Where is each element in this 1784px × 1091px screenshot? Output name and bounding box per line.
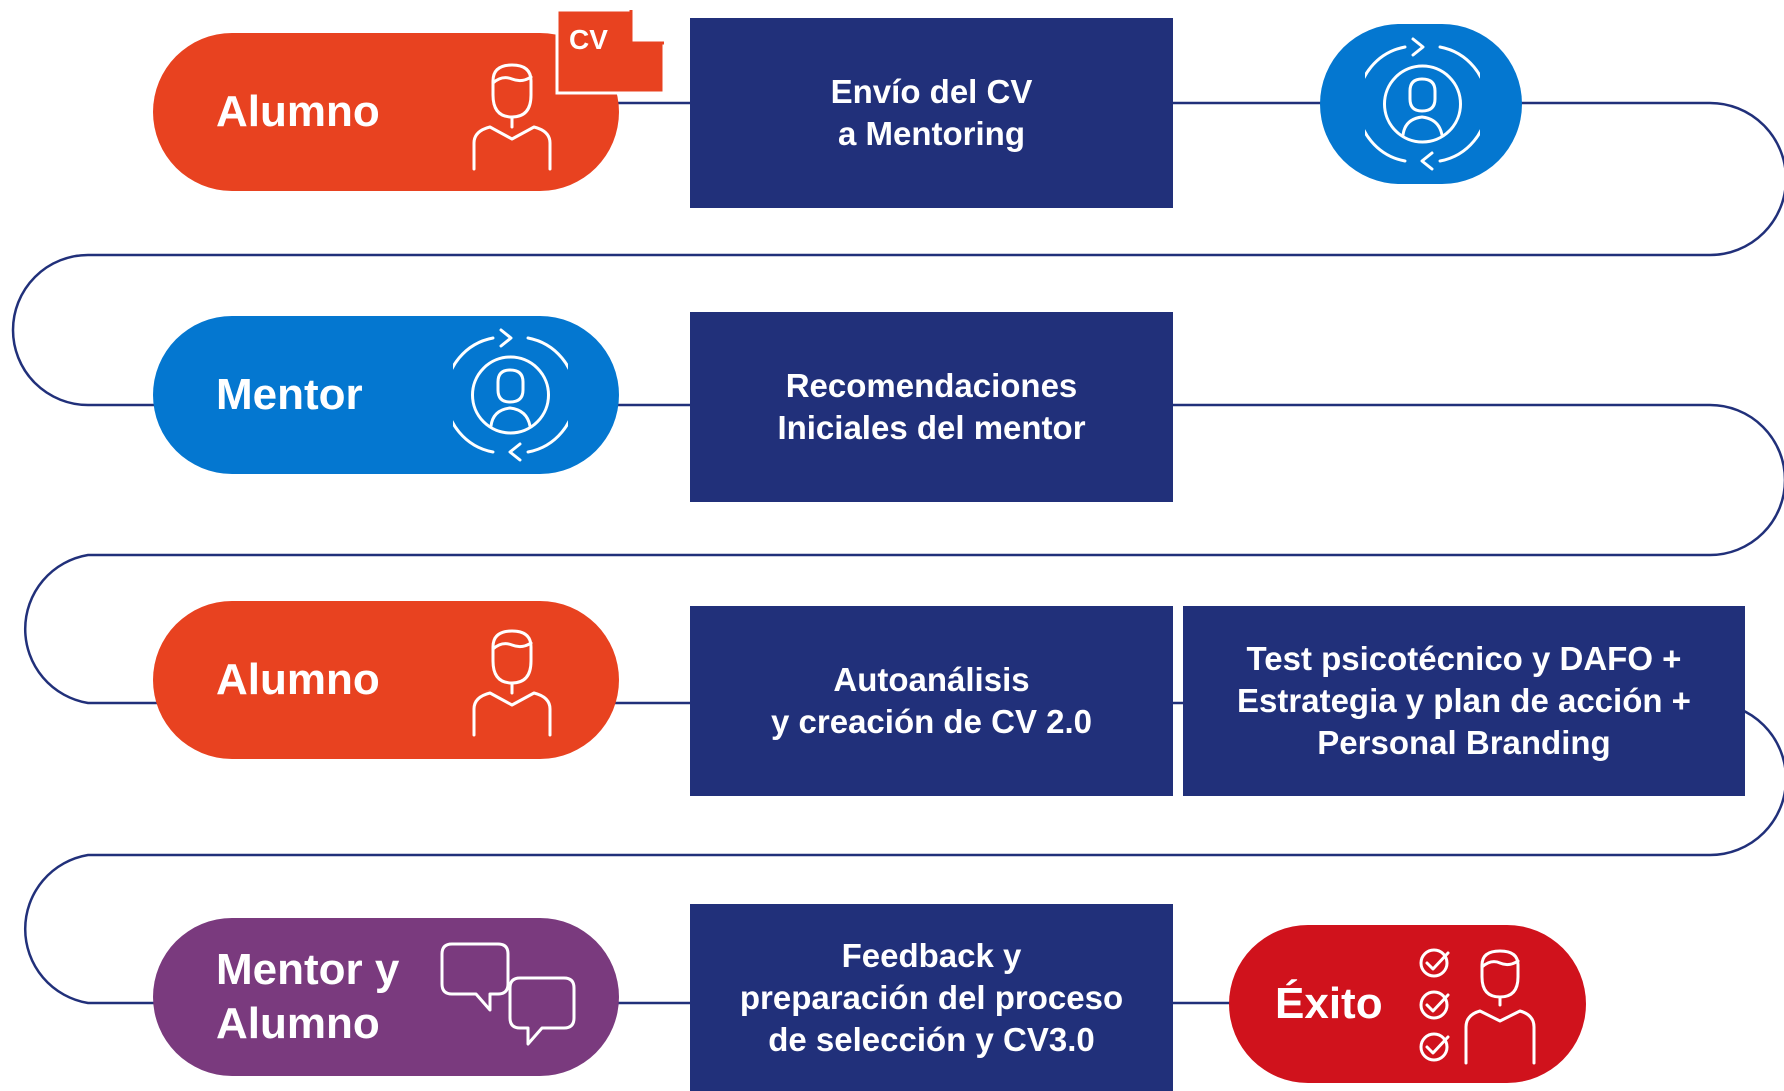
cv-document-icon: CV — [555, 8, 666, 95]
mentor-cycle-icon — [1365, 37, 1480, 171]
actor-pill-alumno-1: Alumno — [153, 33, 619, 191]
cv-badge-label: CV — [569, 24, 608, 55]
student-icon — [472, 629, 552, 737]
mentor-cycle-node — [1320, 24, 1522, 184]
step-box-recomendaciones: Recomendaciones Iniciales del mentor — [690, 312, 1173, 502]
checklist-student-icon — [1419, 948, 1536, 1065]
step-box-autoanalisis: Autoanálisis y creación de CV 2.0 — [690, 606, 1173, 796]
step-box-feedback: Feedback y preparación del proceso de se… — [690, 904, 1173, 1091]
chat-bubbles-icon — [440, 942, 576, 1046]
step-box-envio-cv: Envío del CV a Mentoring — [690, 18, 1173, 208]
actor-pill-mentor-alumno: Mentor y Alumno — [153, 918, 619, 1076]
end-pill-exito: Éxito — [1229, 925, 1586, 1083]
student-icon — [472, 63, 552, 171]
actor-label: Alumno — [216, 87, 380, 136]
actor-label: Mentor y Alumno — [216, 945, 400, 1048]
mentor-cycle-icon — [453, 328, 568, 462]
actor-pill-alumno-2: Alumno — [153, 601, 619, 759]
end-label: Éxito — [1275, 979, 1383, 1028]
actor-label: Mentor — [216, 370, 363, 419]
step-box-test-psicotecnico: Test psicotécnico y DAFO + Estrategia y … — [1183, 606, 1745, 796]
actor-pill-mentor: Mentor — [153, 316, 619, 474]
actor-label: Alumno — [216, 655, 380, 704]
